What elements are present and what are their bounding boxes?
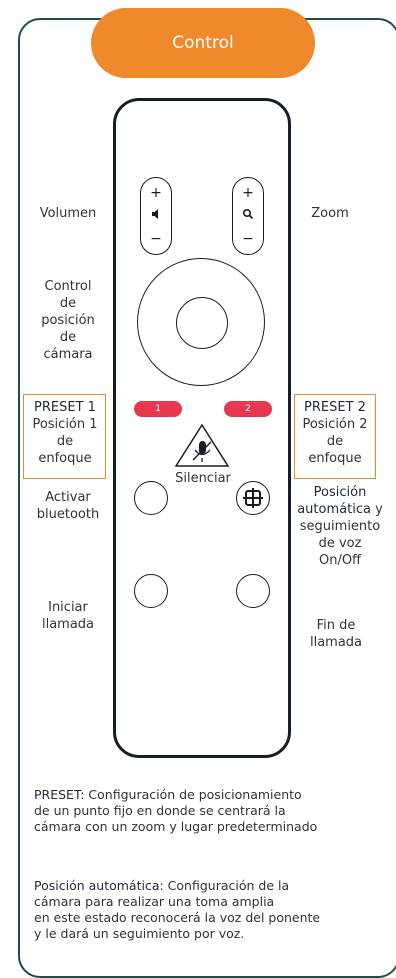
auto-position-label: Posición automática y seguimiento de voz…	[297, 485, 383, 568]
start-call-button[interactable]	[134, 574, 168, 608]
speaker-icon	[141, 208, 171, 223]
title-banner: Control	[91, 8, 315, 78]
end-call-label: Fin de llamada	[309, 618, 363, 650]
auto-position-button[interactable]	[236, 481, 270, 515]
preset-2-callout	[294, 394, 376, 479]
end-call-button[interactable]	[236, 574, 270, 608]
camera-center-button[interactable]	[176, 297, 228, 349]
camera-position-label: Control de posición de cámara	[41, 279, 95, 362]
zoom-out-symbol: −	[242, 231, 254, 247]
preset-1-callout	[23, 394, 106, 479]
zoom-in-symbol: +	[242, 185, 254, 201]
zoom-rocker[interactable]: + −	[232, 177, 264, 255]
remote-body	[113, 98, 291, 758]
start-call-label: Iniciar llamada	[41, 600, 95, 632]
volume-label: Volumen	[39, 206, 97, 221]
preset-2-label: PRESET 2 Posición 2 de enfoque	[302, 400, 368, 466]
zoom-label: Zoom	[311, 206, 349, 221]
bluetooth-label: Activar bluetooth	[36, 490, 100, 522]
auto-position-note: Posición automática: Configuración de la…	[34, 878, 321, 941]
bluetooth-button[interactable]	[134, 481, 168, 515]
mute-microphone-icon[interactable]	[170, 422, 234, 470]
magnifier-icon	[233, 208, 263, 223]
volume-down-symbol: −	[150, 231, 162, 247]
preset-note: PRESET: Configuración de posicionamiento…	[34, 787, 318, 834]
silence-label: Silenciar	[165, 470, 241, 487]
volume-rocker[interactable]: + −	[140, 177, 172, 255]
preset-1-label: PRESET 1 Posición 1 de enfoque	[32, 400, 98, 466]
volume-up-symbol: +	[150, 185, 162, 201]
preset-1-button[interactable]: 1	[134, 401, 182, 417]
preset-2-button[interactable]: 2	[224, 401, 272, 417]
camera-position-pad[interactable]	[137, 258, 265, 386]
tracking-target-icon	[243, 488, 263, 508]
title-text: Control	[172, 33, 234, 53]
